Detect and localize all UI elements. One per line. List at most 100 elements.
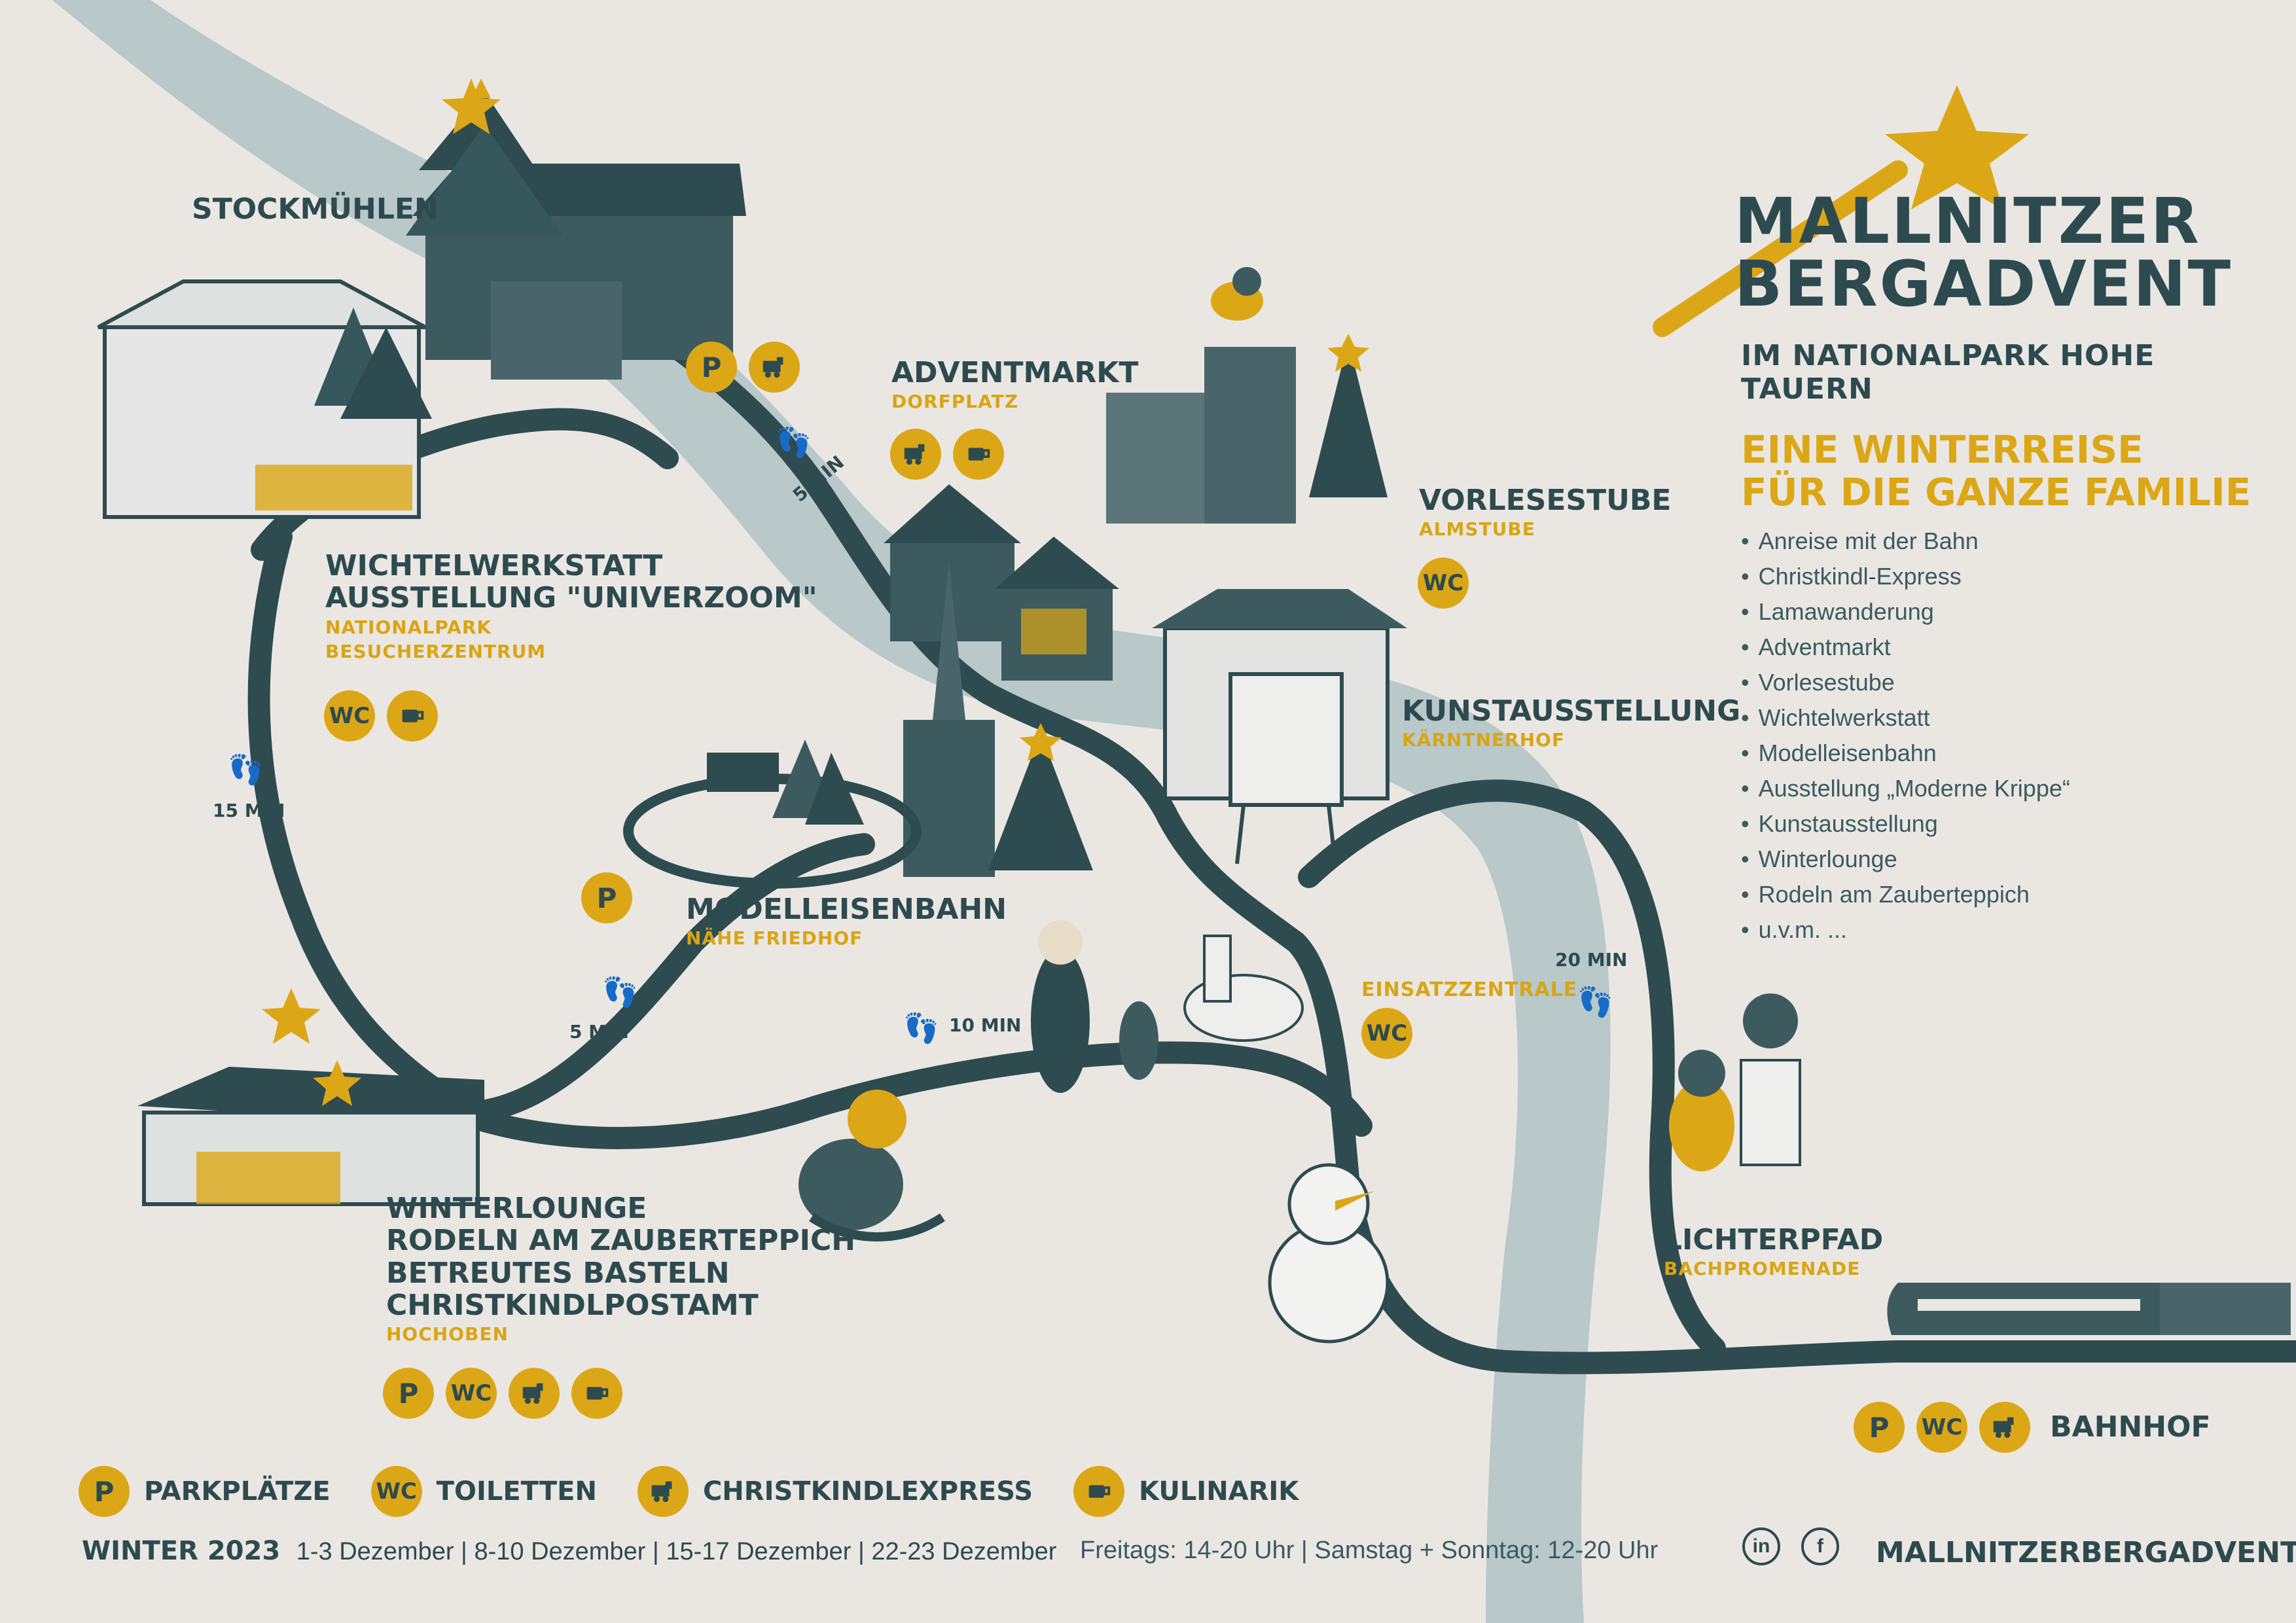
walk-time: 15 MIN (213, 800, 285, 821)
place-name: EINSATZZENTRALE (1361, 978, 1578, 1001)
list-item: Modelleisenbahn (1741, 736, 2070, 771)
place-einsatzzentrale: EINSATZZENTRALE (1361, 976, 1577, 1001)
place-name-line1: WINTERLOUNGE (386, 1192, 647, 1225)
train-icon (1979, 1402, 2030, 1453)
lichterpfad-kids (1669, 993, 1801, 1171)
opening-hours: Freitags: 14-20 Uhr | Samstag + Sonntag:… (1080, 1537, 1659, 1564)
train-icon (890, 429, 941, 480)
place-sub-line2: BESUCHERZENTRUM (325, 640, 547, 662)
list-item: Rodeln am Zauberteppich (1741, 877, 2070, 912)
wc-icon: WC (370, 1466, 422, 1517)
wc-icon: WC (1916, 1402, 1967, 1453)
legend-food: KULINARIK (1139, 1476, 1299, 1507)
linkedin-icon[interactable]: in (1742, 1527, 1780, 1565)
brand-subtitle: IM NATIONALPARK HOHE TAUERN (1741, 339, 2155, 406)
modelleisenbahn-scene (623, 733, 1093, 889)
footprints-icon: 👣 (1577, 986, 1613, 1018)
walk-time: 20 MIN (1555, 949, 1628, 971)
footprints-icon: 👣 (776, 427, 812, 459)
parking-icon: P (1854, 1402, 1905, 1453)
walk-time: 5 MIN (569, 1021, 629, 1043)
place-name-line3: BETREUTES BASTELN (386, 1256, 730, 1290)
legend-parking: PARKPLÄTZE (144, 1476, 331, 1507)
facebook-icon[interactable]: f (1801, 1527, 1839, 1565)
place-wichtelwerkstatt: WICHTELWERKSTATT AUSSTELLUNG "UNIVERZOOM… (325, 550, 817, 662)
website-link[interactable]: MALLNITZERBERGADVENT.AT (1876, 1536, 2296, 1569)
place-name-line1: WICHTELWERKSTATT (325, 549, 663, 582)
place-name: BAHNHOF (2050, 1410, 2211, 1444)
list-item: Kunstausstellung (1741, 806, 2070, 842)
vorlesestube-icons: WC (1418, 558, 1469, 609)
stockmuehlen-icons: P (686, 342, 800, 393)
vorlesestube-building (1106, 267, 1388, 524)
legend: P PARKPLÄTZE WC TOILETTEN CHRISTKINDLEXP… (79, 1466, 1325, 1517)
wc-icon: WC (324, 690, 375, 741)
place-bahnhof: BAHNHOF (2050, 1410, 2211, 1444)
place-kunstausstellung: KUNSTAUSSTELLUNG KÄRNTNERHOF (1402, 695, 1740, 751)
place-name: LICHTERPFAD (1664, 1223, 1884, 1257)
place-adventmarkt: ADVENTMARKT DORFPLATZ (891, 357, 1138, 412)
place-sub: NÄHE FRIEDHOF (686, 927, 863, 950)
einsatz-icons: WC (1361, 1008, 1412, 1059)
advent-stalls (884, 484, 1119, 877)
snowman (1268, 1163, 1390, 1344)
place-sub: KÄRNTNERHOF (1402, 729, 1565, 751)
tree-star-icons (262, 79, 1369, 1106)
train-icon (749, 342, 800, 393)
adventmarkt-icons (890, 429, 1004, 480)
parking-icon: P (581, 872, 632, 923)
train-icon (509, 1368, 560, 1419)
list-item: Ausstellung „Moderne Krippe“ (1741, 771, 2070, 806)
place-sub: ALMSTUBE (1419, 518, 1535, 541)
modell-parking: P (581, 872, 632, 923)
kunst-building (1152, 589, 1407, 865)
winterlounge-building (137, 1067, 484, 1206)
footprints-icon: 👣 (228, 754, 264, 786)
dates-text: 1-3 Dezember | 8-10 Dezember | 15-17 Dez… (296, 1538, 1057, 1565)
footprints-icon: 👣 (903, 1012, 939, 1044)
place-stockmuehlen: STOCKMÜHLEN (192, 192, 439, 226)
path-stock-advent (617, 303, 2296, 1374)
place-name: STOCKMÜHLEN (192, 192, 439, 226)
place-sub: BACHPROMENADE (1664, 1258, 1861, 1280)
place-name-line4: CHRISTKINDLPOSTAMT (386, 1288, 759, 1322)
tagline: EINE WINTERREISE FÜR DIE GANZE FAMILIE (1741, 429, 2251, 514)
cup-icon (571, 1368, 622, 1419)
place-name: ADVENTMARKT (891, 356, 1139, 389)
legend-wc: TOILETTEN (436, 1476, 597, 1507)
star-icon (1653, 85, 2029, 337)
footprints-icon: 👣 (602, 976, 638, 1008)
place-sub: DORFPLATZ (891, 391, 1018, 413)
wc-icon: WC (1361, 1008, 1412, 1059)
wichtel-building (97, 279, 432, 519)
list-item: Winterlounge (1741, 842, 2070, 877)
bahnhof-icons: P WC BAHNHOF (1854, 1402, 2211, 1453)
list-item: Anreise mit der Bahn (1741, 524, 2070, 559)
parking-icon: P (686, 342, 737, 393)
train-icon (637, 1466, 689, 1517)
tagline-line1: EINE WINTERREISE (1741, 427, 2144, 472)
season-label: WINTER 2023 (82, 1536, 281, 1566)
wc-icon: WC (446, 1368, 497, 1419)
place-name: MODELLEISENBAHN (686, 893, 1007, 926)
cup-icon (1073, 1466, 1125, 1517)
tagline-line2: FÜR DIE GANZE FAMILIE (1741, 469, 2251, 514)
stockmuehlen-buildings (406, 79, 746, 380)
people-llama (1031, 920, 1304, 1093)
winterlounge-icons: P WC (383, 1368, 622, 1419)
wc-icon: WC (1418, 558, 1469, 609)
list-item: Adventmarkt (1741, 630, 2070, 665)
place-lichterpfad: LICHTERPFAD BACHPROMENADE (1664, 1224, 1883, 1279)
list-item: u.v.m. ... (1741, 912, 2070, 948)
list-item: Vorlesestube (1741, 665, 2070, 700)
path-lounge (467, 1041, 1372, 1149)
place-name-line2: RODELN AM ZAUBERTEPPICH (386, 1224, 856, 1258)
place-winterlounge: WINTERLOUNGE RODELN AM ZAUBERTEPPICH BET… (386, 1192, 856, 1345)
path-lichterpfad (1298, 779, 1726, 1359)
highlights-list: Anreise mit der Bahn Christkindl-Express… (1741, 524, 2070, 948)
place-name-line2: AUSSTELLUNG "UNIVERZOOM" (325, 581, 817, 615)
brand-line1: MALLNITZER (1734, 185, 2201, 258)
train (1887, 1283, 2291, 1335)
legend-express: CHRISTKINDLEXPRESS (702, 1476, 1033, 1507)
